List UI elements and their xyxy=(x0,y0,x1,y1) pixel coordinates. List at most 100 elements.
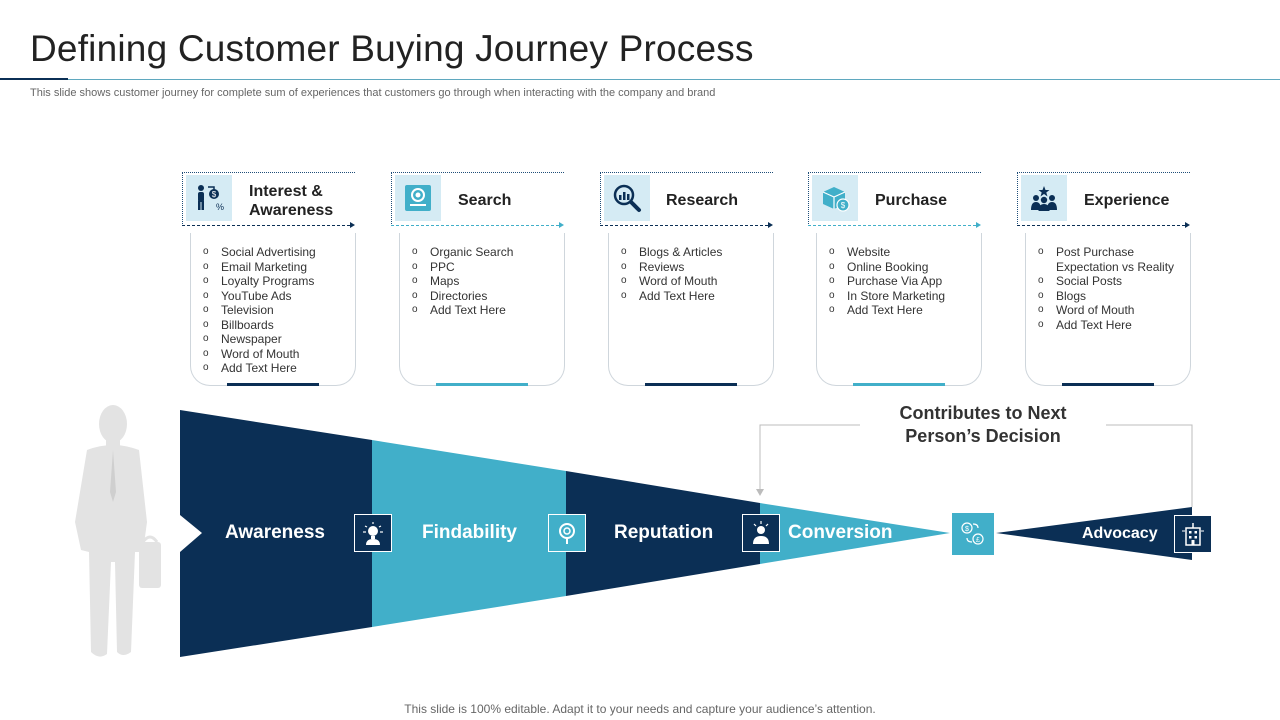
card-accent-bar xyxy=(436,383,528,386)
box-dollar-icon: $ xyxy=(812,175,858,221)
list-item: PPC xyxy=(412,260,564,275)
title-divider xyxy=(0,79,1280,80)
list-item: Television xyxy=(203,303,355,318)
stage-card: Post Purchase Expectation vs Reality Soc… xyxy=(1025,233,1191,386)
list-item: Billboards xyxy=(203,318,355,333)
list-item: Add Text Here xyxy=(829,303,981,318)
currency-exchange-icon-glyph xyxy=(961,522,984,545)
list-item: Word of Mouth xyxy=(621,274,773,289)
list-item: Online Booking xyxy=(829,260,981,275)
magnifier-chart-icon xyxy=(604,175,650,221)
list-item: Blogs xyxy=(1038,289,1190,304)
funnel-label-findability: Findability xyxy=(422,522,517,543)
stage-card: Organic Search PPC Maps Directories Add … xyxy=(399,233,565,386)
stage-item-list: Organic Search PPC Maps Directories Add … xyxy=(400,233,564,318)
stage-title: Research xyxy=(666,192,739,209)
stage-card: Social Advertising Email Marketing Loyal… xyxy=(190,233,356,386)
stage-header-arrow xyxy=(182,225,350,226)
lightbulb-head-icon xyxy=(354,514,392,552)
list-item: Add Text Here xyxy=(621,289,773,304)
stage-header-arrow xyxy=(600,225,768,226)
stage-item-list: Blogs & Articles Reviews Word of Mouth A… xyxy=(609,233,773,303)
list-item: Blogs & Articles xyxy=(621,245,773,260)
arrow-head-icon xyxy=(768,222,773,228)
list-item: Social Posts xyxy=(1038,274,1190,289)
person-star-icon xyxy=(742,514,780,552)
funnel-label-conversion: Conversion xyxy=(788,522,893,543)
stage-title: Interest & Awareness xyxy=(249,183,334,219)
list-item: Website xyxy=(829,245,981,260)
funnel-segment-reputation xyxy=(566,471,760,596)
page-subtitle: This slide shows customer journey for co… xyxy=(30,87,716,99)
card-accent-bar xyxy=(853,383,945,386)
stage-card: Blogs & Articles Reviews Word of Mouth A… xyxy=(608,233,774,386)
stage-header-arrow xyxy=(808,225,976,226)
funnel-segment-awareness xyxy=(180,410,372,657)
list-item: Add Text Here xyxy=(203,361,355,376)
list-item: Word of Mouth xyxy=(203,347,355,362)
list-item: Word of Mouth xyxy=(1038,303,1190,318)
svg-text:%: % xyxy=(216,202,224,212)
page-title: Defining Customer Buying Journey Process xyxy=(30,28,754,69)
decision-connector-arrowhead xyxy=(756,489,764,496)
search-tag-icon xyxy=(395,175,441,221)
card-accent-bar xyxy=(645,383,737,386)
arrow-head-icon xyxy=(976,222,981,228)
stage-header-frame xyxy=(600,172,773,224)
list-item: Loyalty Programs xyxy=(203,274,355,289)
list-item: Directories xyxy=(412,289,564,304)
stage-title: Search xyxy=(458,192,512,209)
list-item: Purchase Via App xyxy=(829,274,981,289)
list-item: Organic Search xyxy=(412,245,564,260)
stage-header-frame xyxy=(391,172,564,224)
card-accent-bar xyxy=(1062,383,1154,386)
funnel-segment-findability xyxy=(372,440,566,627)
businessman-silhouette-icon xyxy=(75,405,161,657)
contributes-note: Contributes to Next Person’s Decision xyxy=(860,402,1106,448)
arrow-head-icon xyxy=(1185,222,1190,228)
stage-header-frame xyxy=(1017,172,1190,224)
stage-item-list: Post Purchase Expectation vs Reality Soc… xyxy=(1026,233,1190,332)
funnel-label-awareness: Awareness xyxy=(225,522,325,543)
stage-title: Purchase xyxy=(875,192,948,209)
search-tag-icon xyxy=(548,514,586,552)
funnel-label-reputation: Reputation xyxy=(614,522,714,543)
stage-card: Website Online Booking Purchase Via App … xyxy=(816,233,982,386)
person-money-icon: $% xyxy=(186,175,232,221)
svg-text:$: $ xyxy=(841,201,846,210)
title-divider-accent xyxy=(0,78,68,80)
currency-exchange-icon xyxy=(952,513,994,555)
arrow-head-icon xyxy=(559,222,564,228)
stage-header-frame xyxy=(182,172,355,224)
stage-header-arrow xyxy=(391,225,559,226)
list-item: Email Marketing xyxy=(203,260,355,275)
card-accent-bar xyxy=(227,383,319,386)
svg-text:$: $ xyxy=(212,190,217,199)
svg-text:£: £ xyxy=(976,537,980,544)
funnel-label-advocacy: Advocacy xyxy=(1082,525,1158,542)
funnel-segment-advocacy xyxy=(996,507,1192,560)
stage-item-list: Website Online Booking Purchase Via App … xyxy=(817,233,981,318)
list-item: Add Text Here xyxy=(412,303,564,318)
stage-item-list: Social Advertising Email Marketing Loyal… xyxy=(191,233,355,376)
svg-text:$: $ xyxy=(965,526,969,533)
list-item: Newspaper xyxy=(203,332,355,347)
stage-header-arrow xyxy=(1017,225,1185,226)
stage-title: Experience xyxy=(1084,192,1170,209)
list-item: Maps xyxy=(412,274,564,289)
footer-note: This slide is 100% editable. Adapt it to… xyxy=(404,702,876,716)
building-icon xyxy=(1174,515,1212,553)
list-item: Social Advertising xyxy=(203,245,355,260)
funnel-segment-conversion xyxy=(760,503,950,564)
group-star-icon xyxy=(1021,175,1067,221)
arrow-head-icon xyxy=(350,222,355,228)
list-item: YouTube Ads xyxy=(203,289,355,304)
list-item: Add Text Here xyxy=(1038,318,1190,333)
list-item: Reviews xyxy=(621,260,773,275)
stage-header-frame xyxy=(808,172,981,224)
list-item: In Store Marketing xyxy=(829,289,981,304)
decision-connector-line xyxy=(759,424,1193,507)
funnel-notch xyxy=(180,515,202,552)
list-item: Post Purchase Expectation vs Reality xyxy=(1038,245,1190,274)
